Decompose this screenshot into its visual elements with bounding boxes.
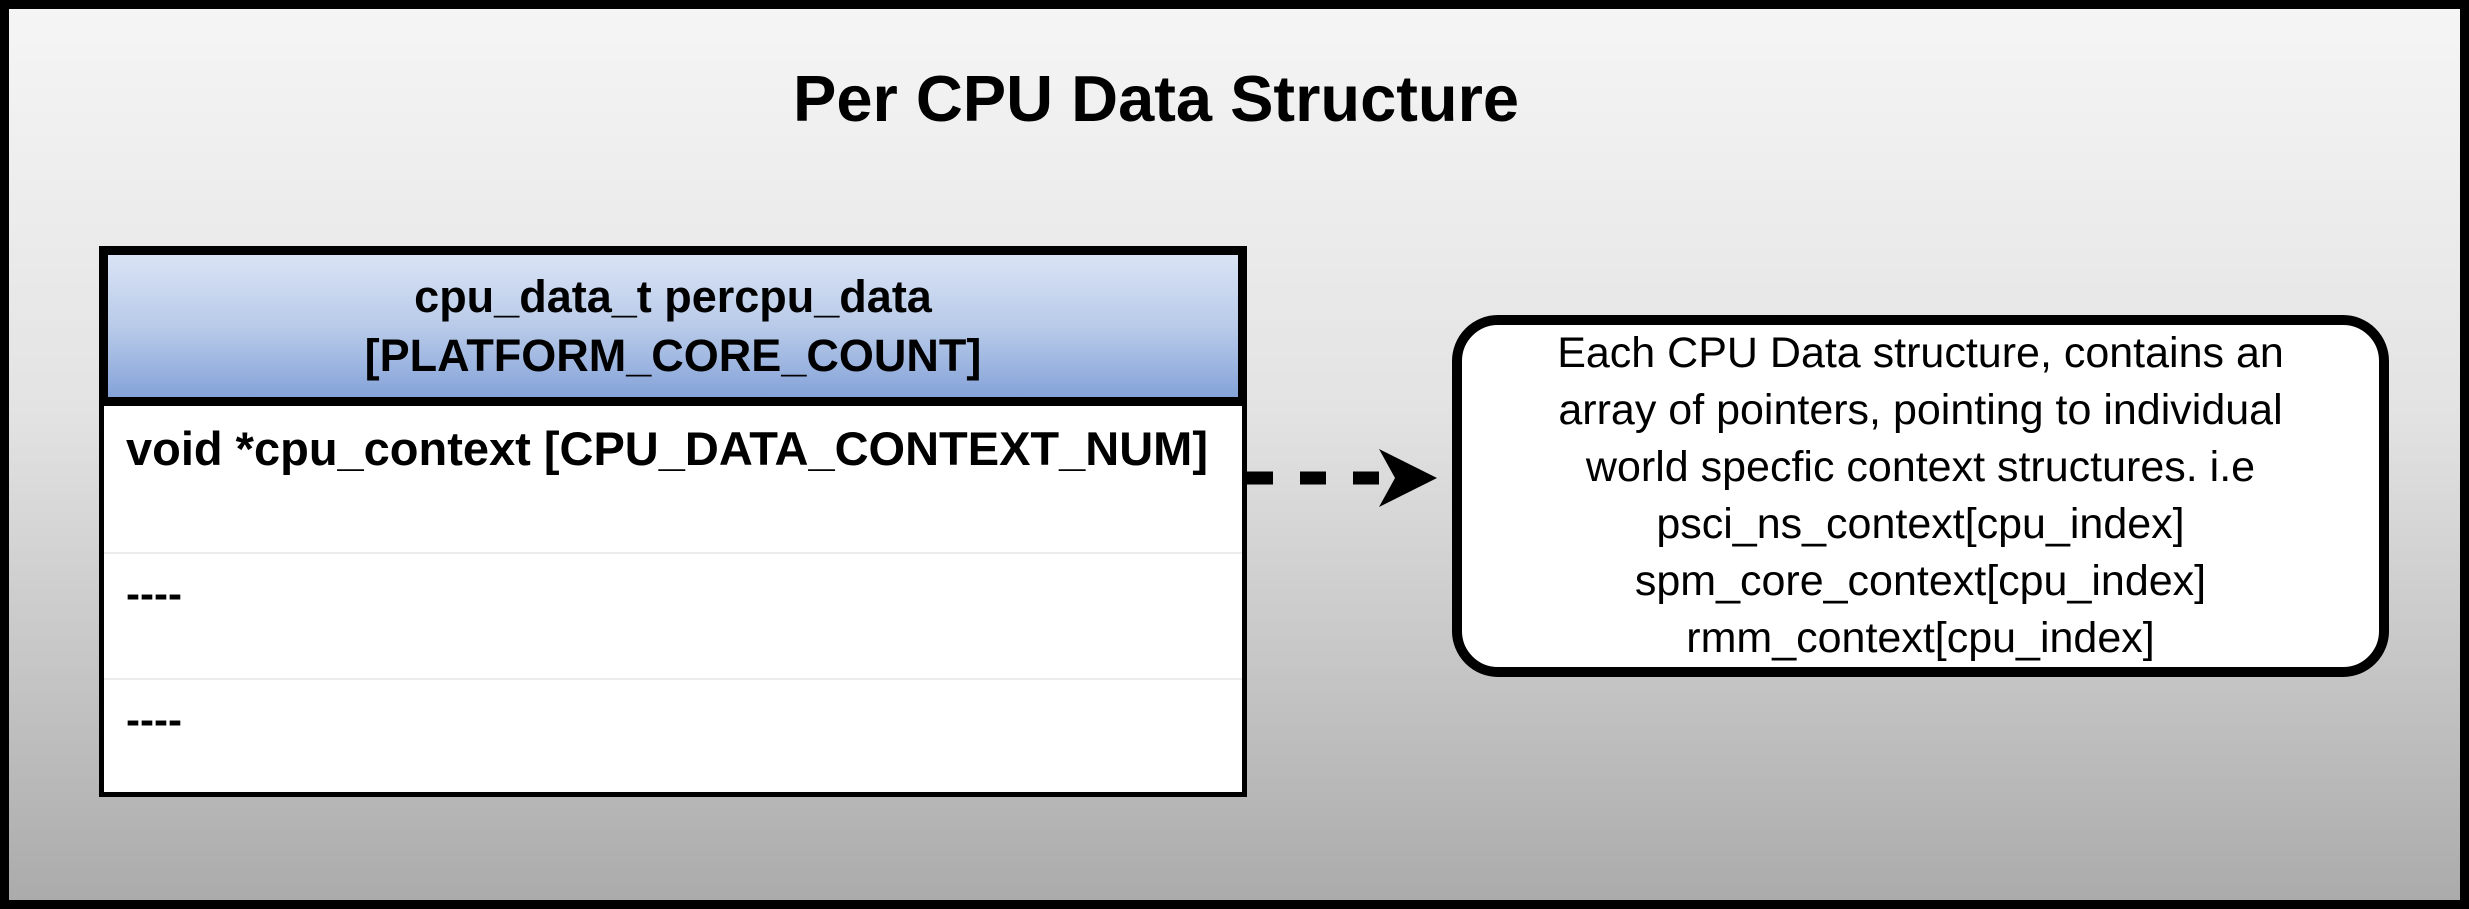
table-row-placeholder-1: ---- (104, 552, 1242, 678)
note-line-1: Each CPU Data structure, contains an (1557, 329, 2284, 377)
table-row-cpu-context: void *cpu_context [CPU_DATA_CONTEXT_NUM] (126, 422, 1208, 475)
table-body: void *cpu_context [CPU_DATA_CONTEXT_NUM]… (99, 406, 1247, 797)
note-box: Each CPU Data structure, contains an arr… (1452, 315, 2389, 677)
note-line-2: array of pointers, pointing to individua… (1558, 386, 2283, 434)
note-line-5: spm_core_context[cpu_index] (1634, 557, 2207, 605)
note-line-4: psci_ns_context[cpu_index] (1656, 500, 2185, 548)
note-line-6: rmm_context[cpu_index] (1686, 614, 2155, 662)
table-header: cpu_data_t percpu_data [PLATFORM_CORE_CO… (99, 246, 1247, 406)
note-line-3: world specfic context structures. i.e (1585, 443, 2256, 491)
table-header-line-1: cpu_data_t percpu_data (414, 271, 932, 322)
diagram-title: Per CPU Data Structure (792, 62, 1520, 135)
table-row-placeholder-2: ---- (104, 678, 1242, 792)
table-header-line-2: [PLATFORM_CORE_COUNT] (364, 330, 982, 381)
cpu-data-table: cpu_data_t percpu_data [PLATFORM_CORE_CO… (99, 246, 1247, 797)
dashed-arrow-icon (1247, 449, 1437, 507)
